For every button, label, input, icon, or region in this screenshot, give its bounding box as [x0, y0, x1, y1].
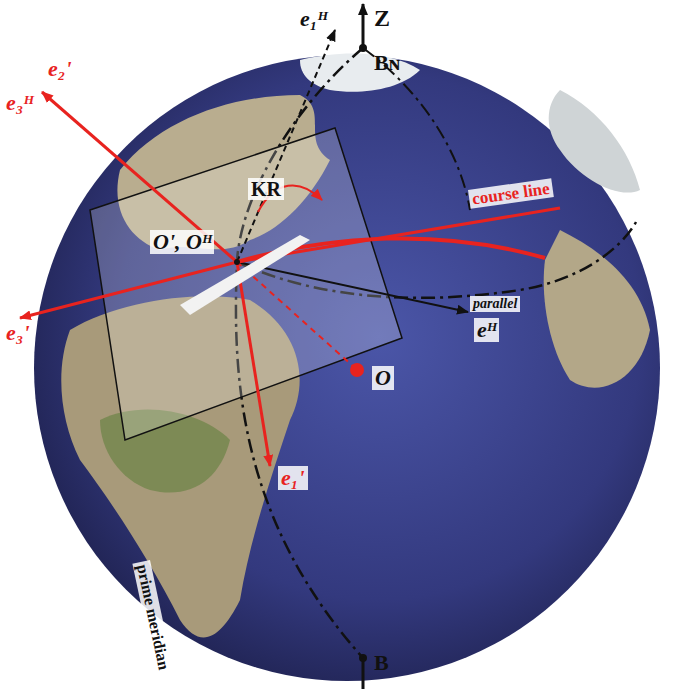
vector-name: e₃ᴴ: [6, 92, 33, 114]
vector-name: eᴴ: [474, 318, 499, 342]
axis-name: Z: [374, 6, 390, 30]
vector-name: e₁ᴴ: [300, 8, 327, 30]
vector-name: e₃': [6, 322, 30, 344]
vector-name: e₁': [278, 466, 308, 490]
origin-name: O', Oᴴ: [150, 230, 214, 254]
line-name: parallel: [470, 296, 520, 312]
vector-name: e₂': [48, 58, 72, 80]
centre-name: O: [372, 366, 394, 390]
pole-name: B: [374, 652, 389, 674]
angle-name: KR: [248, 178, 284, 200]
pole-name: Bɴ: [374, 52, 400, 74]
